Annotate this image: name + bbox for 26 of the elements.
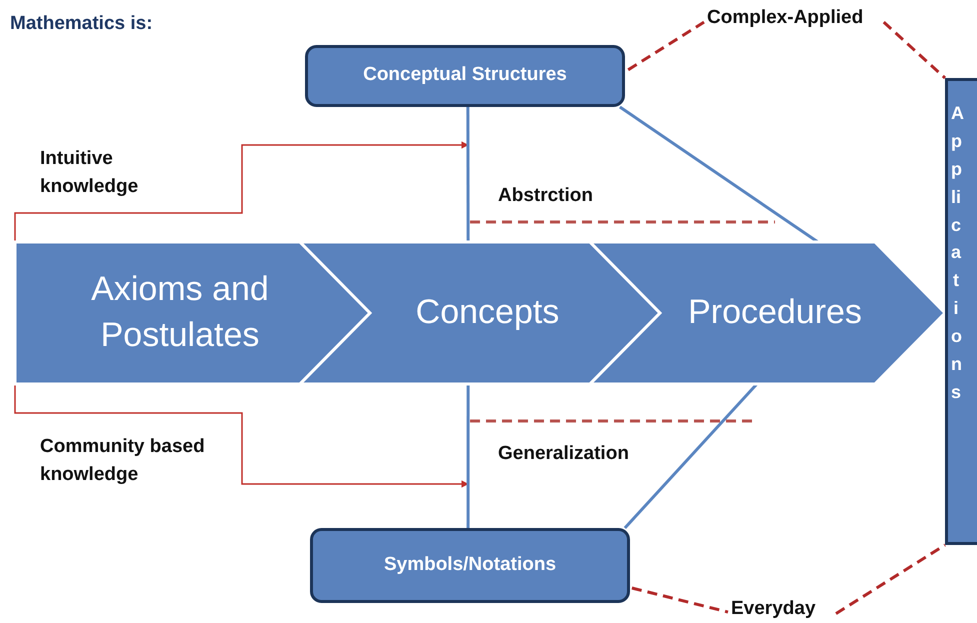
connector-line bbox=[624, 382, 758, 530]
dashed-connector bbox=[835, 544, 946, 615]
node-text: Everyday bbox=[731, 598, 816, 620]
text-label: Generalization bbox=[498, 442, 629, 466]
arrow bbox=[14, 141, 469, 242]
text-label: Intuitive knowledge bbox=[40, 147, 140, 199]
node-text: Applications bbox=[951, 102, 961, 404]
dashed-connector bbox=[632, 586, 728, 614]
dashed-connector bbox=[627, 20, 705, 72]
node-text: Complex-Applied bbox=[707, 7, 864, 29]
arrow bbox=[14, 384, 469, 488]
connector-line bbox=[619, 106, 819, 244]
connector-line bbox=[466, 384, 470, 528]
text-label: Abstrction bbox=[498, 184, 593, 208]
node-text: Concepts bbox=[414, 292, 560, 334]
concept-box bbox=[310, 528, 630, 603]
node-text: Axioms and Postulates bbox=[90, 269, 270, 356]
node-text: Procedures bbox=[687, 292, 863, 334]
dashed-connector bbox=[882, 21, 946, 80]
node-text: Conceptual Structures bbox=[362, 64, 568, 86]
node-text: Symbols/Notations bbox=[382, 554, 558, 576]
text-label: Community based knowledge bbox=[40, 435, 206, 487]
heading: Mathematics is: bbox=[10, 12, 153, 36]
vertical-bar bbox=[945, 78, 977, 545]
connector-line bbox=[466, 107, 470, 242]
concept-box bbox=[305, 45, 625, 107]
